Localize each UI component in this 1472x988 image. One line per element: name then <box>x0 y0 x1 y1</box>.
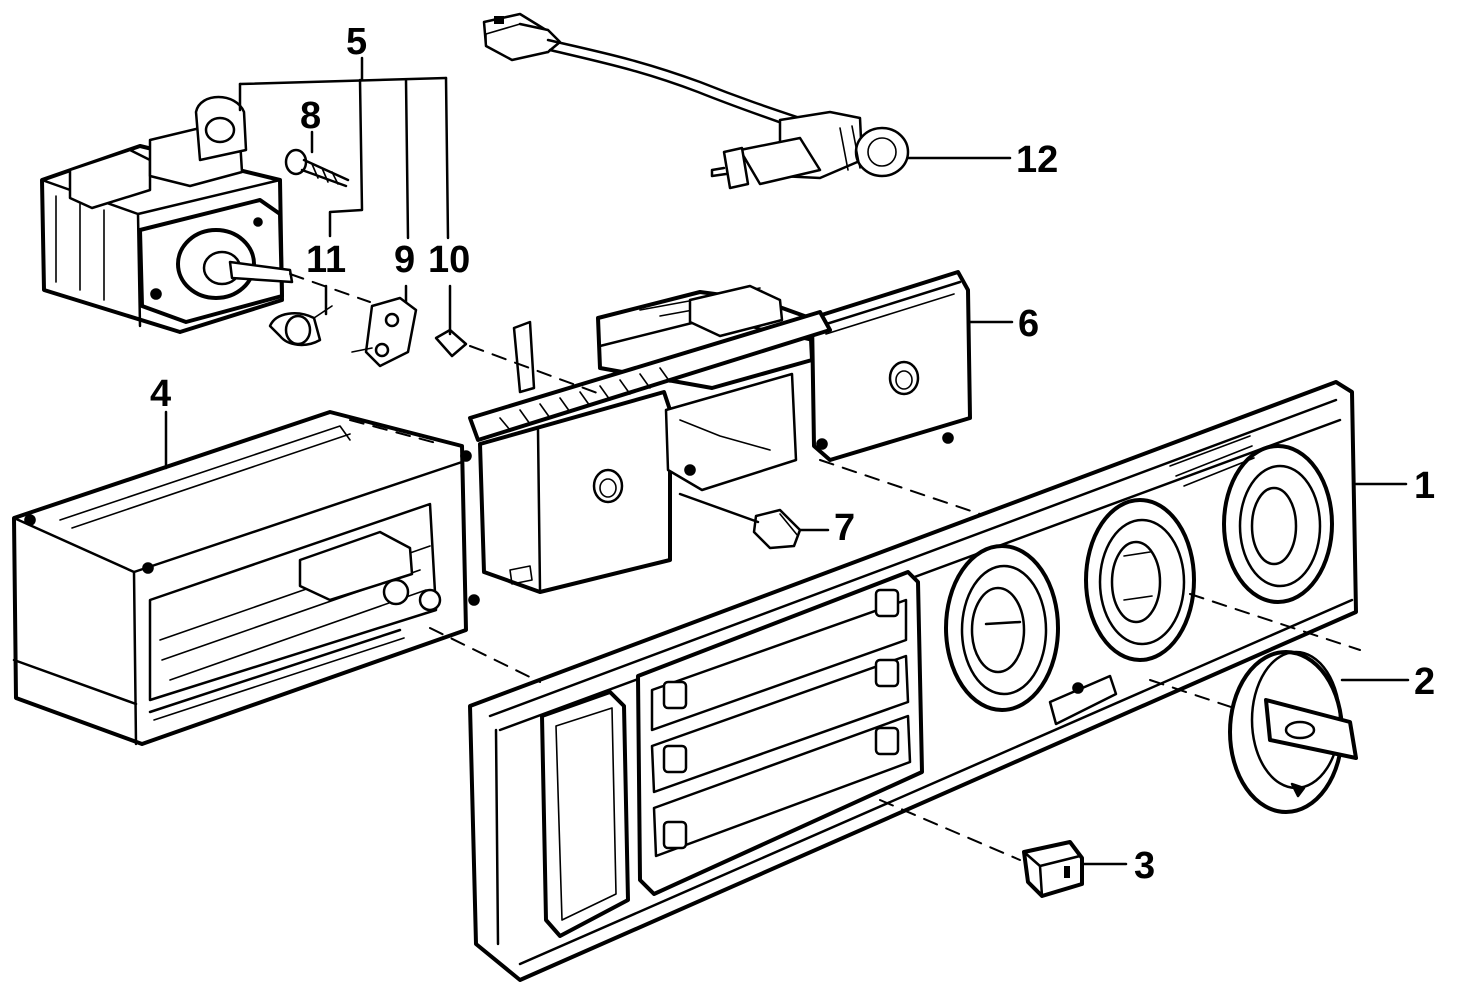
part-2-knob <box>1228 650 1358 814</box>
part-12-sensor-harness <box>482 12 910 190</box>
callout-10: 10 <box>428 239 470 281</box>
callout-9: 9 <box>394 239 415 281</box>
callout-1: 1 <box>1414 465 1435 507</box>
part-11-spring-clip <box>268 305 333 347</box>
callout-3: 3 <box>1134 845 1155 887</box>
callout-11: 11 <box>306 239 346 281</box>
callout-labels: 1 2 3 4 5 6 7 8 9 10 11 12 <box>150 21 1435 887</box>
part-1-front-panel <box>468 380 1358 982</box>
callout-6: 6 <box>1018 303 1039 345</box>
part-10-clip <box>434 328 468 358</box>
assembly-lines <box>289 273 1361 861</box>
part-8-screw <box>284 148 350 188</box>
part-5-actuator-motor <box>40 95 294 334</box>
callout-4: 4 <box>150 373 171 415</box>
callout-7: 7 <box>834 507 855 549</box>
part-6-main-frame <box>468 270 972 594</box>
callout-2: 2 <box>1414 661 1435 703</box>
callout-12: 12 <box>1016 139 1058 181</box>
part-4-control-box <box>12 410 480 746</box>
part-7-bulb <box>678 492 802 550</box>
callout-5: 5 <box>346 21 367 63</box>
part-3-button-cap <box>1022 840 1084 898</box>
leader-lines <box>164 56 1410 866</box>
callout-8: 8 <box>300 95 321 137</box>
part-9-lever <box>351 296 418 368</box>
